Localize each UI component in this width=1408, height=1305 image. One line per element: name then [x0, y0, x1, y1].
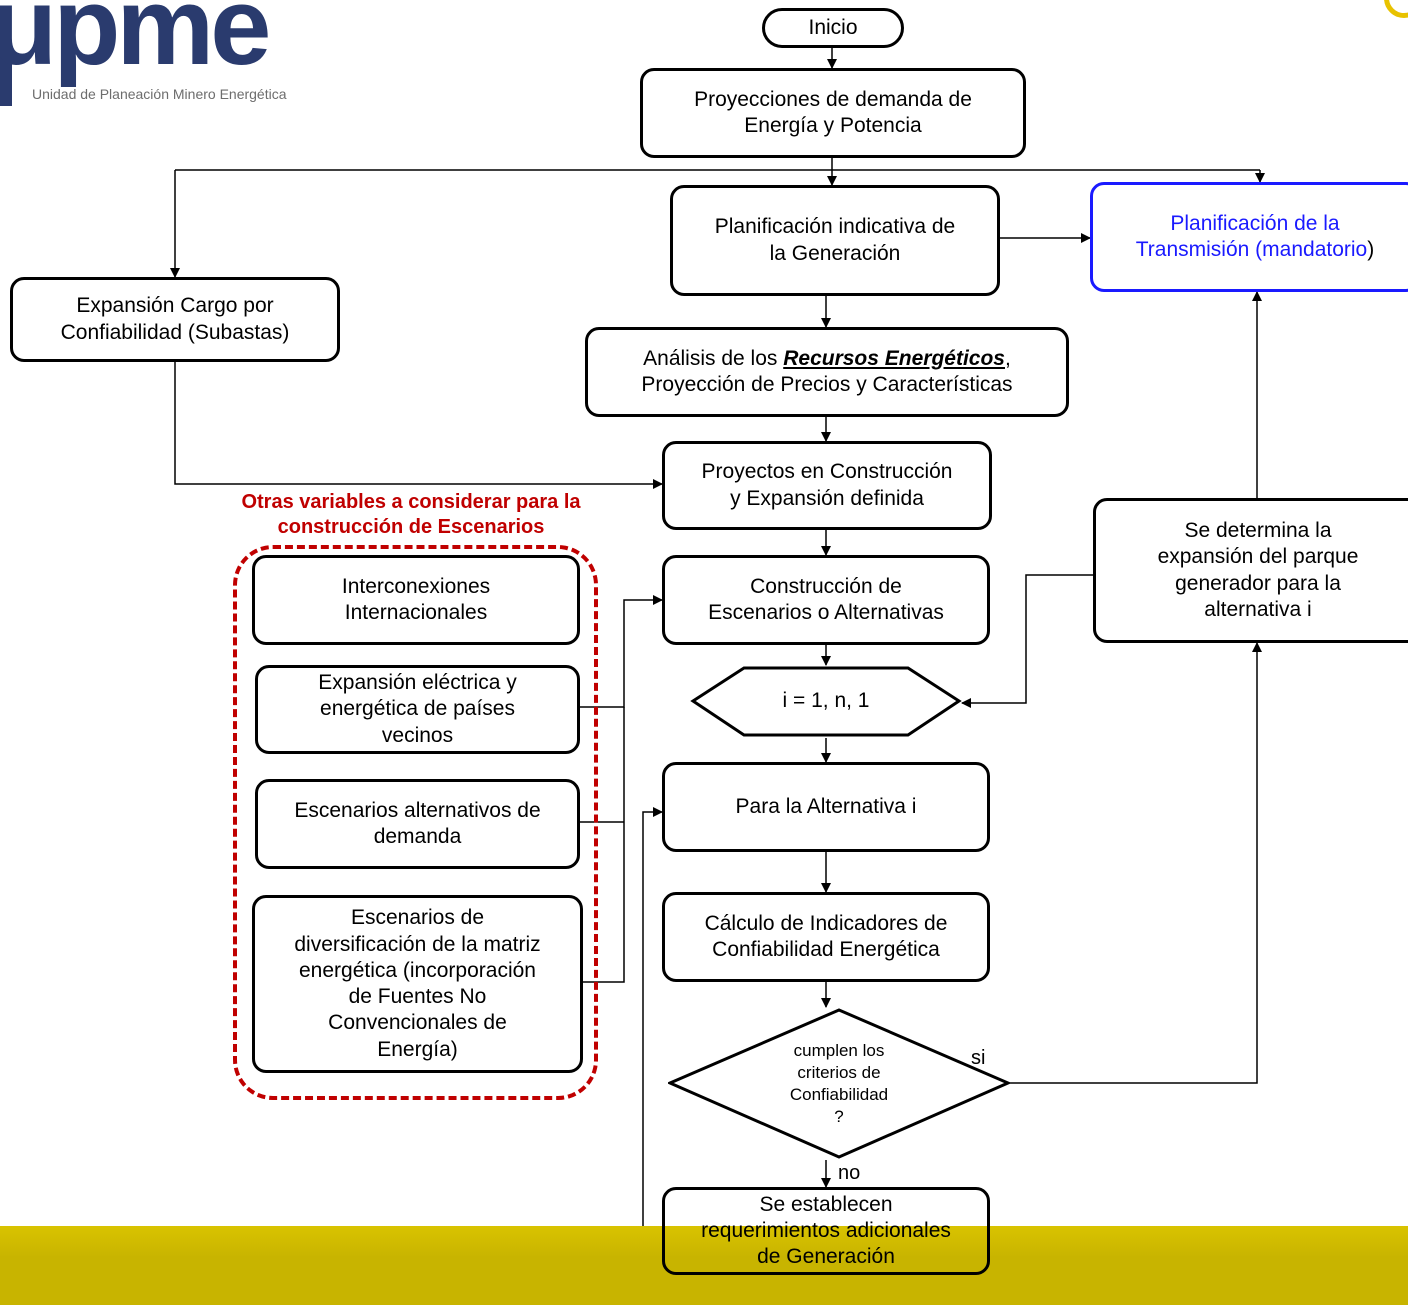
- node-planificacion-transmision: Planificación de la Transmisión (mandato…: [1090, 182, 1408, 292]
- logo-subtitle: Unidad de Planeación Minero Energética: [32, 86, 287, 102]
- upme-logo: upme: [0, 0, 271, 88]
- group-title: Otras variables a considerar para la con…: [241, 491, 581, 538]
- edge-label-si: si: [971, 1047, 986, 1069]
- corner-accent-icon: [1384, 0, 1408, 18]
- scenario-variables-group: [233, 545, 598, 1100]
- node-analisis-recursos: Análisis de los Recursos Energéticos, Pr…: [585, 327, 1069, 417]
- decision-diamond: [668, 1008, 1010, 1159]
- loop-label: i = 1, n, 1: [782, 689, 870, 713]
- loop-hexagon: [690, 666, 962, 737]
- start-terminal: Inicio: [762, 8, 904, 48]
- node-para-alternativa: Para la Alternativa i: [662, 762, 990, 852]
- edge-label-no: no: [838, 1162, 861, 1184]
- footer-band: [0, 1226, 1408, 1305]
- logo-bar: [0, 50, 12, 106]
